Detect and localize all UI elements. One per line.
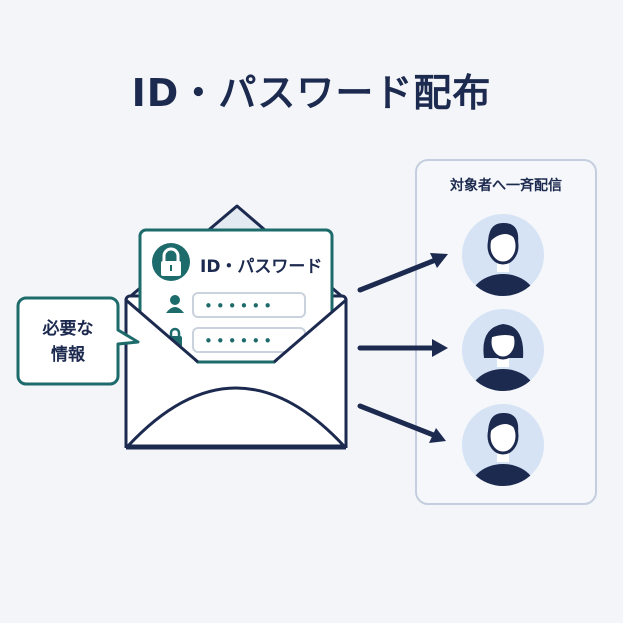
arrow-icon: [357, 253, 448, 443]
recipients-title: 対象者へ一斉配信: [450, 178, 562, 194]
callout-text: 必要な 情報: [42, 319, 94, 365]
person-avatar-icon: [462, 214, 544, 296]
callout-bubble: [16, 296, 140, 386]
envelope-front: [124, 298, 348, 450]
arrow-top: [357, 256, 441, 293]
id-mask: ••••••: [204, 297, 275, 315]
user-icon: [166, 295, 184, 313]
padlock-icon: [152, 243, 190, 281]
password-mask: ••••••: [204, 332, 275, 350]
arrow-bottom: [357, 403, 439, 439]
id-field: [192, 292, 306, 318]
person-avatar-icon: [462, 404, 544, 486]
card-label: ID・パスワード: [200, 257, 323, 277]
credential-card: [138, 228, 334, 364]
page-title: ID・パスワード配布: [131, 71, 492, 115]
person-avatar-icon: [462, 309, 544, 391]
